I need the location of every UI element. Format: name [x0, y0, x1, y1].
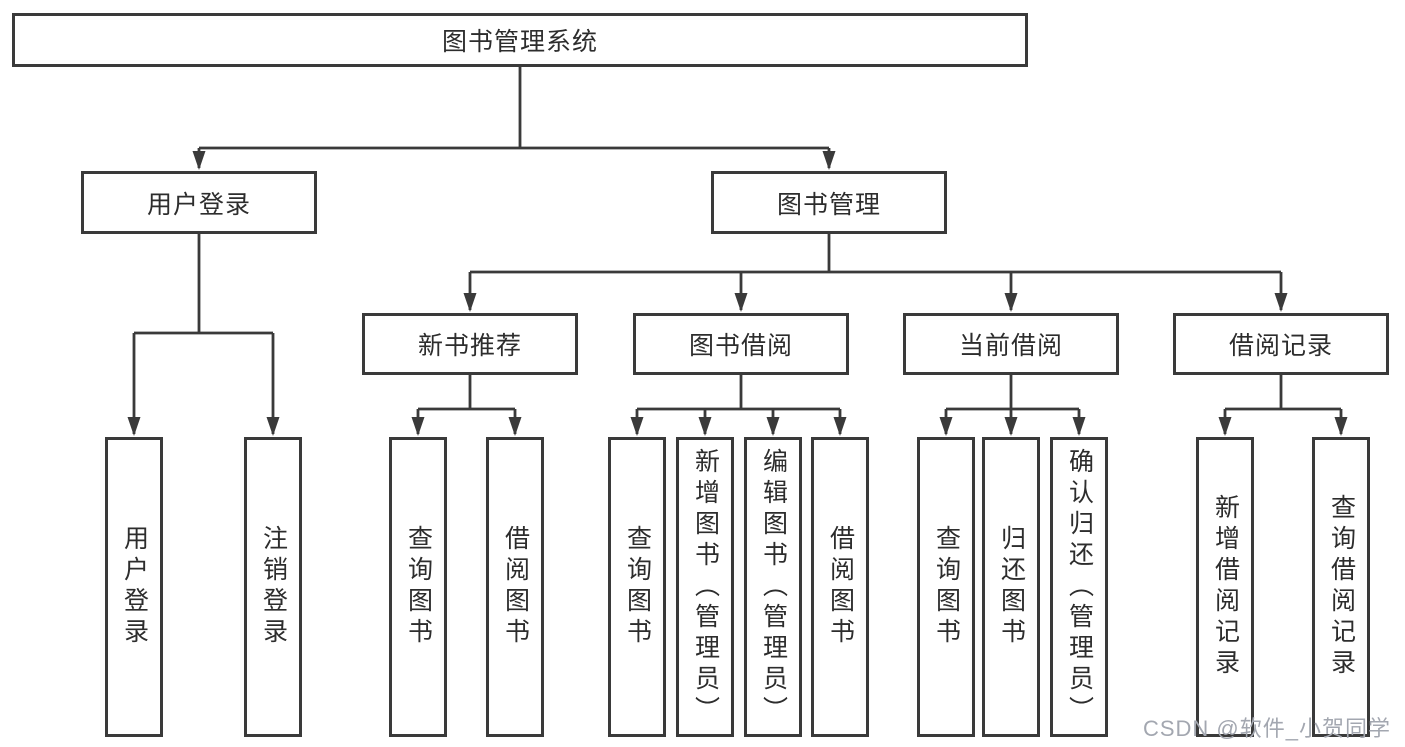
leaf-return-book-label: 归还图书	[997, 525, 1026, 649]
leaf-return-book: 归还图书	[982, 437, 1040, 737]
leaf-edit-book-admin: 编辑图书（管理员）	[744, 437, 802, 737]
leaf-borrow-book-recommend-label: 借阅图书	[501, 525, 530, 649]
leaf-logout-label: 注销登录	[259, 525, 288, 649]
leaf-query-book-borrow: 查询图书	[608, 437, 666, 737]
node-user-login-label: 用户登录	[146, 190, 251, 219]
node-new-book-recommend-label: 新书推荐	[417, 332, 522, 360]
node-borrow-records-label: 借阅记录	[1228, 332, 1333, 360]
leaf-confirm-return-admin: 确认归还（管理员）	[1050, 437, 1108, 737]
leaf-query-book-recommend: 查询图书	[389, 437, 447, 737]
tree-edges	[132, 67, 1343, 434]
leaf-add-book-admin-label: 新增图书（管理员）	[691, 447, 720, 727]
node-book-management: 图书管理	[711, 171, 947, 234]
leaf-logout: 注销登录	[244, 437, 302, 737]
leaf-query-book-current: 查询图书	[917, 437, 975, 737]
node-current-borrow: 当前借阅	[903, 313, 1119, 375]
node-book-borrow-label: 图书借阅	[688, 332, 793, 360]
leaf-confirm-return-admin-label: 确认归还（管理员）	[1065, 447, 1094, 727]
leaf-query-borrow-record-label: 查询借阅记录	[1327, 494, 1356, 680]
leaf-query-book-current-label: 查询图书	[932, 525, 961, 649]
leaf-edit-book-admin-label: 编辑图书（管理员）	[759, 447, 788, 727]
leaf-borrow-book: 借阅图书	[811, 437, 869, 737]
leaf-query-book-recommend-label: 查询图书	[404, 525, 433, 649]
leaf-user-login: 用户登录	[105, 437, 163, 737]
node-root: 图书管理系统	[12, 13, 1028, 67]
leaf-query-borrow-record: 查询借阅记录	[1312, 437, 1370, 737]
node-new-book-recommend: 新书推荐	[362, 313, 578, 375]
node-user-login: 用户登录	[81, 171, 317, 234]
leaf-borrow-book-label: 借阅图书	[826, 525, 855, 649]
node-borrow-records: 借阅记录	[1173, 313, 1389, 375]
node-book-management-label: 图书管理	[776, 190, 881, 219]
leaf-add-borrow-record-label: 新增借阅记录	[1211, 494, 1240, 680]
node-root-label: 图书管理系统	[441, 28, 598, 56]
leaf-borrow-book-recommend: 借阅图书	[486, 437, 544, 737]
csdn-watermark: CSDN @软件_小贺同学	[1142, 716, 1391, 741]
node-book-borrow: 图书借阅	[633, 313, 849, 375]
leaf-user-login-label: 用户登录	[120, 525, 149, 649]
arrowheads	[127, 151, 1348, 436]
leaf-add-borrow-record: 新增借阅记录	[1196, 437, 1254, 737]
leaf-query-book-borrow-label: 查询图书	[623, 525, 652, 649]
node-current-borrow-label: 当前借阅	[958, 332, 1063, 360]
leaf-add-book-admin: 新增图书（管理员）	[676, 437, 734, 737]
